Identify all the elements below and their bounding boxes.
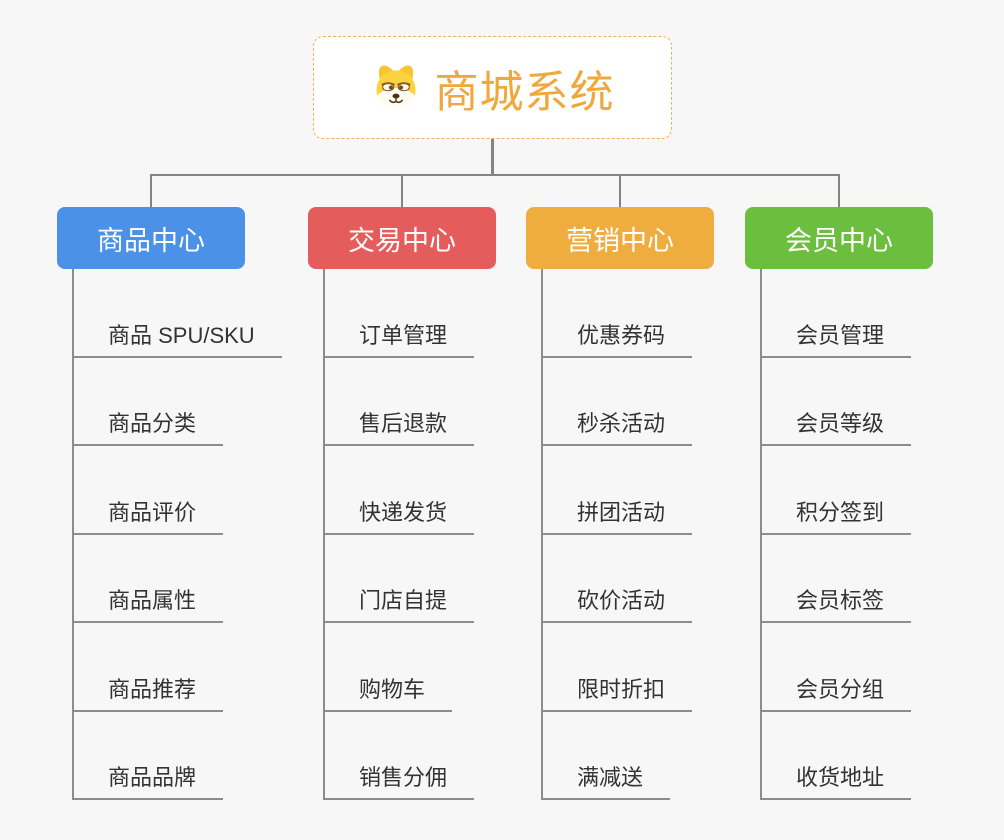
leaf-node[interactable]: 拼团活动 (543, 495, 693, 535)
leaf-node[interactable]: 商品 SPU/SKU (74, 318, 282, 358)
root-node[interactable]: 商城系统 (313, 36, 672, 139)
leaf-node[interactable]: 销售分佣 (325, 760, 475, 800)
branch-node-marketing-center[interactable]: 营销中心 (526, 207, 714, 269)
connector-drop-trade-center (401, 176, 403, 207)
leaf-node[interactable]: 优惠券码 (543, 318, 693, 358)
branch-node-trade-center[interactable]: 交易中心 (308, 207, 496, 269)
leaf-node[interactable]: 限时折扣 (543, 672, 693, 712)
leaf-node[interactable]: 秒杀活动 (543, 406, 693, 446)
leaf-node[interactable]: 售后退款 (325, 406, 475, 446)
leaf-node[interactable]: 会员标签 (762, 583, 912, 623)
leaf-list-member-center: 会员管理 会员等级 积分签到 会员标签 会员分组 收货地址 (760, 269, 933, 800)
leaf-node[interactable]: 商品属性 (74, 583, 224, 623)
leaf-node[interactable]: 订单管理 (325, 318, 475, 358)
branch-node-product-center[interactable]: 商品中心 (57, 207, 245, 269)
branch-column-member-center: 会员中心 会员管理 会员等级 积分签到 会员标签 会员分组 收货地址 (745, 207, 933, 800)
connector-bus (150, 174, 840, 176)
connector-drop-marketing-center (619, 176, 621, 207)
connector-root-trunk (491, 139, 494, 176)
branch-node-member-center[interactable]: 会员中心 (745, 207, 933, 269)
dog-face-icon (375, 65, 416, 110)
leaf-node[interactable]: 收货地址 (762, 760, 912, 800)
leaf-node[interactable]: 满减送 (543, 760, 671, 800)
leaf-list-product-center: 商品 SPU/SKU 商品分类 商品评价 商品属性 商品推荐 商品品牌 (72, 269, 282, 800)
leaf-node[interactable]: 商品分类 (74, 406, 224, 446)
leaf-list-trade-center: 订单管理 售后退款 快递发货 门店自提 购物车 销售分佣 (323, 269, 496, 800)
leaf-node[interactable]: 会员分组 (762, 672, 912, 712)
leaf-node[interactable]: 快递发货 (325, 495, 475, 535)
leaf-node[interactable]: 门店自提 (325, 583, 475, 623)
connector-drop-member-center (838, 176, 840, 207)
connector-drop-product-center (150, 176, 152, 207)
leaf-node[interactable]: 积分签到 (762, 495, 912, 535)
leaf-node[interactable]: 会员管理 (762, 318, 912, 358)
branch-column-product-center: 商品中心 商品 SPU/SKU 商品分类 商品评价 商品属性 商品推荐 商品品牌 (57, 207, 282, 800)
root-node-label: 商城系统 (434, 67, 615, 117)
leaf-node[interactable]: 购物车 (325, 672, 453, 712)
leaf-node[interactable]: 砍价活动 (543, 583, 693, 623)
branch-column-marketing-center: 营销中心 优惠券码 秒杀活动 拼团活动 砍价活动 限时折扣 满减送 (526, 207, 714, 800)
branch-column-trade-center: 交易中心 订单管理 售后退款 快递发货 门店自提 购物车 销售分佣 (308, 207, 496, 800)
leaf-node[interactable]: 商品品牌 (74, 760, 224, 800)
leaf-list-marketing-center: 优惠券码 秒杀活动 拼团活动 砍价活动 限时折扣 满减送 (541, 269, 714, 800)
leaf-node[interactable]: 商品推荐 (74, 672, 224, 712)
leaf-node[interactable]: 商品评价 (74, 495, 224, 535)
leaf-node[interactable]: 会员等级 (762, 406, 912, 446)
